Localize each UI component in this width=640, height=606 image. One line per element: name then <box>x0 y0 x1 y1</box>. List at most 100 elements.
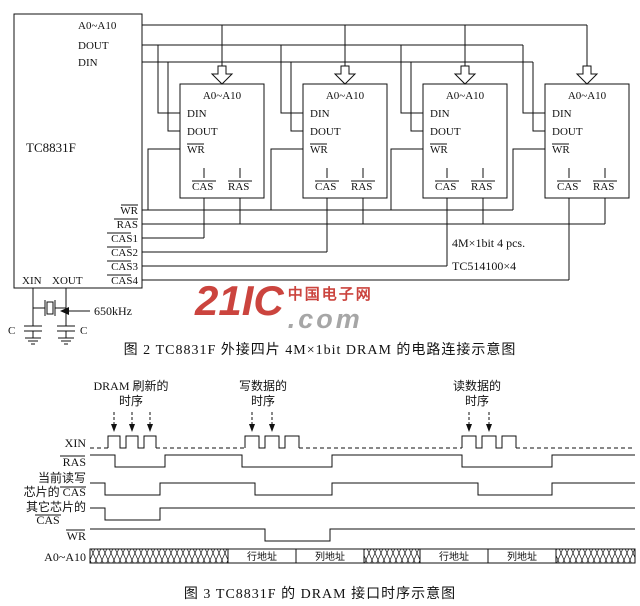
tc8831f-pin-overlines <box>107 204 138 276</box>
label-ras: RAS <box>63 455 86 469</box>
dram-wr: WR <box>187 144 205 156</box>
dram-chip-1: A0~A10 DIN DOUT WR CAS RAS <box>147 45 265 224</box>
tc8831f-box <box>13 13 143 289</box>
dram-cas: CAS <box>315 181 336 193</box>
dram-din: DIN <box>552 108 572 120</box>
dram-cas: CAS <box>557 181 578 193</box>
crystal-icon <box>46 301 54 315</box>
dram-ras: RAS <box>593 181 614 193</box>
capacitor-icon <box>24 325 42 332</box>
dram-dout: DOUT <box>187 126 218 138</box>
label-cas-current-1: 当前读写 <box>38 470 86 485</box>
dram-ras: RAS <box>228 181 249 193</box>
cas4-line <box>142 198 570 281</box>
tc8831f-pins: A0~A10 DOUT DIN WR RAS CAS1 CAS2 CAS3 CA… <box>22 20 139 287</box>
figure3-caption: 图 3 TC8831F 的 DRAM 接口时序示意图 <box>183 587 457 602</box>
cas1-line <box>142 198 205 239</box>
ground-icon <box>25 331 41 345</box>
dram-dout: DOUT <box>430 126 461 138</box>
ground-icon <box>58 331 74 345</box>
dram-cas: CAS <box>192 181 213 193</box>
row-address-label: 行地址 <box>247 550 277 563</box>
bus-arrow-icon <box>575 65 599 85</box>
annotation-text: 读数据的 <box>453 378 501 393</box>
dram-din: DIN <box>430 108 450 120</box>
annotation-text: 时序 <box>119 393 143 408</box>
pin-dout: DOUT <box>78 40 109 52</box>
figure2-caption: 图 2 TC8831F 外接四片 4M×1bit DRAM 的电路连接示意图 <box>123 343 517 358</box>
dram-cas: CAS <box>435 181 456 193</box>
pin-cas1: CAS1 <box>111 233 138 245</box>
dram-bus-label: A0~A10 <box>568 90 607 102</box>
ras-wave <box>90 454 635 468</box>
pin-cas4: CAS4 <box>111 275 138 287</box>
down-arrow-icon <box>111 424 117 432</box>
xin-pulses-refresh <box>107 435 157 449</box>
dram-ras: RAS <box>471 181 492 193</box>
oscillator-circuit: C C 650kHz <box>8 288 132 345</box>
annotation-text: DRAM 刷新的 <box>93 378 168 393</box>
label-cas-other-1: 其它芯片的 <box>26 499 86 514</box>
xin-pulses-read <box>461 435 517 449</box>
dram-bus-label: A0~A10 <box>326 90 365 102</box>
col-address-label: 列地址 <box>507 550 537 563</box>
freq-arrow-icon <box>60 307 69 315</box>
hatch-region <box>363 548 421 564</box>
col-address-label: 列地址 <box>315 550 345 563</box>
down-arrow-icon <box>147 424 153 432</box>
figure2-circuit: TC8831F A0~A10 DOUT DIN WR RAS CAS1 CAS2… <box>8 13 630 345</box>
annotation-text: 写数据的 <box>239 378 287 393</box>
annotation-refresh: DRAM 刷新的 时序 <box>93 378 169 432</box>
label-cas-current-2: 芯片的 CAS <box>24 484 86 499</box>
pin-wr: WR <box>120 205 138 217</box>
signal-label-overlines <box>35 455 86 531</box>
pin-din: DIN <box>78 57 98 69</box>
dram-dout: DOUT <box>310 126 341 138</box>
annotation-text: 时序 <box>251 393 275 408</box>
dram-ras: RAS <box>351 181 372 193</box>
label-wr: WR <box>67 529 86 543</box>
figure3-timing: DRAM 刷新的 时序 写数据的 时序 读数据的 时序 XIN RAS 当前读写 <box>24 378 636 564</box>
label-addr: A0~A10 <box>44 550 86 564</box>
pin-ras: RAS <box>117 219 138 231</box>
dram-din: DIN <box>310 108 330 120</box>
bus-arrow-icon <box>210 65 234 85</box>
label-cas-other-2: CAS <box>36 513 59 527</box>
dram-bus-label: A0~A10 <box>446 90 485 102</box>
bus-arrow-icon <box>453 65 477 85</box>
dram-chip-4: A0~A10 DIN DOUT WR CAS RAS <box>512 45 630 224</box>
note-size: 4M×1bit 4 pcs. <box>452 236 525 250</box>
down-arrow-icon <box>466 424 472 432</box>
dram-wr: WR <box>552 144 570 156</box>
pin-cas2: CAS2 <box>111 247 138 259</box>
part-notes: 4M×1bit 4 pcs. TC514100×4 <box>452 236 525 273</box>
cas-other-wave <box>90 507 635 521</box>
wr-wave <box>90 528 635 542</box>
bus-wiring <box>142 24 605 281</box>
capacitor-icon <box>57 325 75 332</box>
label-xin: XIN <box>65 436 87 450</box>
cas-current-wave <box>90 482 635 496</box>
dram-chip-2: A0~A10 DIN DOUT WR CAS RAS <box>270 45 388 224</box>
dram-din: DIN <box>187 108 207 120</box>
freq-label: 650kHz <box>94 304 132 318</box>
dram-wr: WR <box>430 144 448 156</box>
cap1-label: C <box>8 325 15 337</box>
xin-pulses-write <box>244 435 300 449</box>
down-arrow-icon <box>129 424 135 432</box>
annotation-write: 写数据的 时序 <box>239 378 287 432</box>
pin-a0-a10: A0~A10 <box>78 20 117 32</box>
bus-arrow-icon <box>333 65 357 85</box>
down-arrow-icon <box>269 424 275 432</box>
dram-bus-label: A0~A10 <box>203 90 242 102</box>
dram-chip-3: A0~A10 DIN DOUT WR CAS RAS <box>390 45 508 224</box>
annotation-text: 时序 <box>465 393 489 408</box>
row-address-label: 行地址 <box>439 550 469 563</box>
dram-dout: DOUT <box>552 126 583 138</box>
pin-xout: XOUT <box>52 275 83 287</box>
down-arrow-icon <box>486 424 492 432</box>
cap2-label: C <box>80 325 87 337</box>
note-partno: TC514100×4 <box>452 259 516 273</box>
